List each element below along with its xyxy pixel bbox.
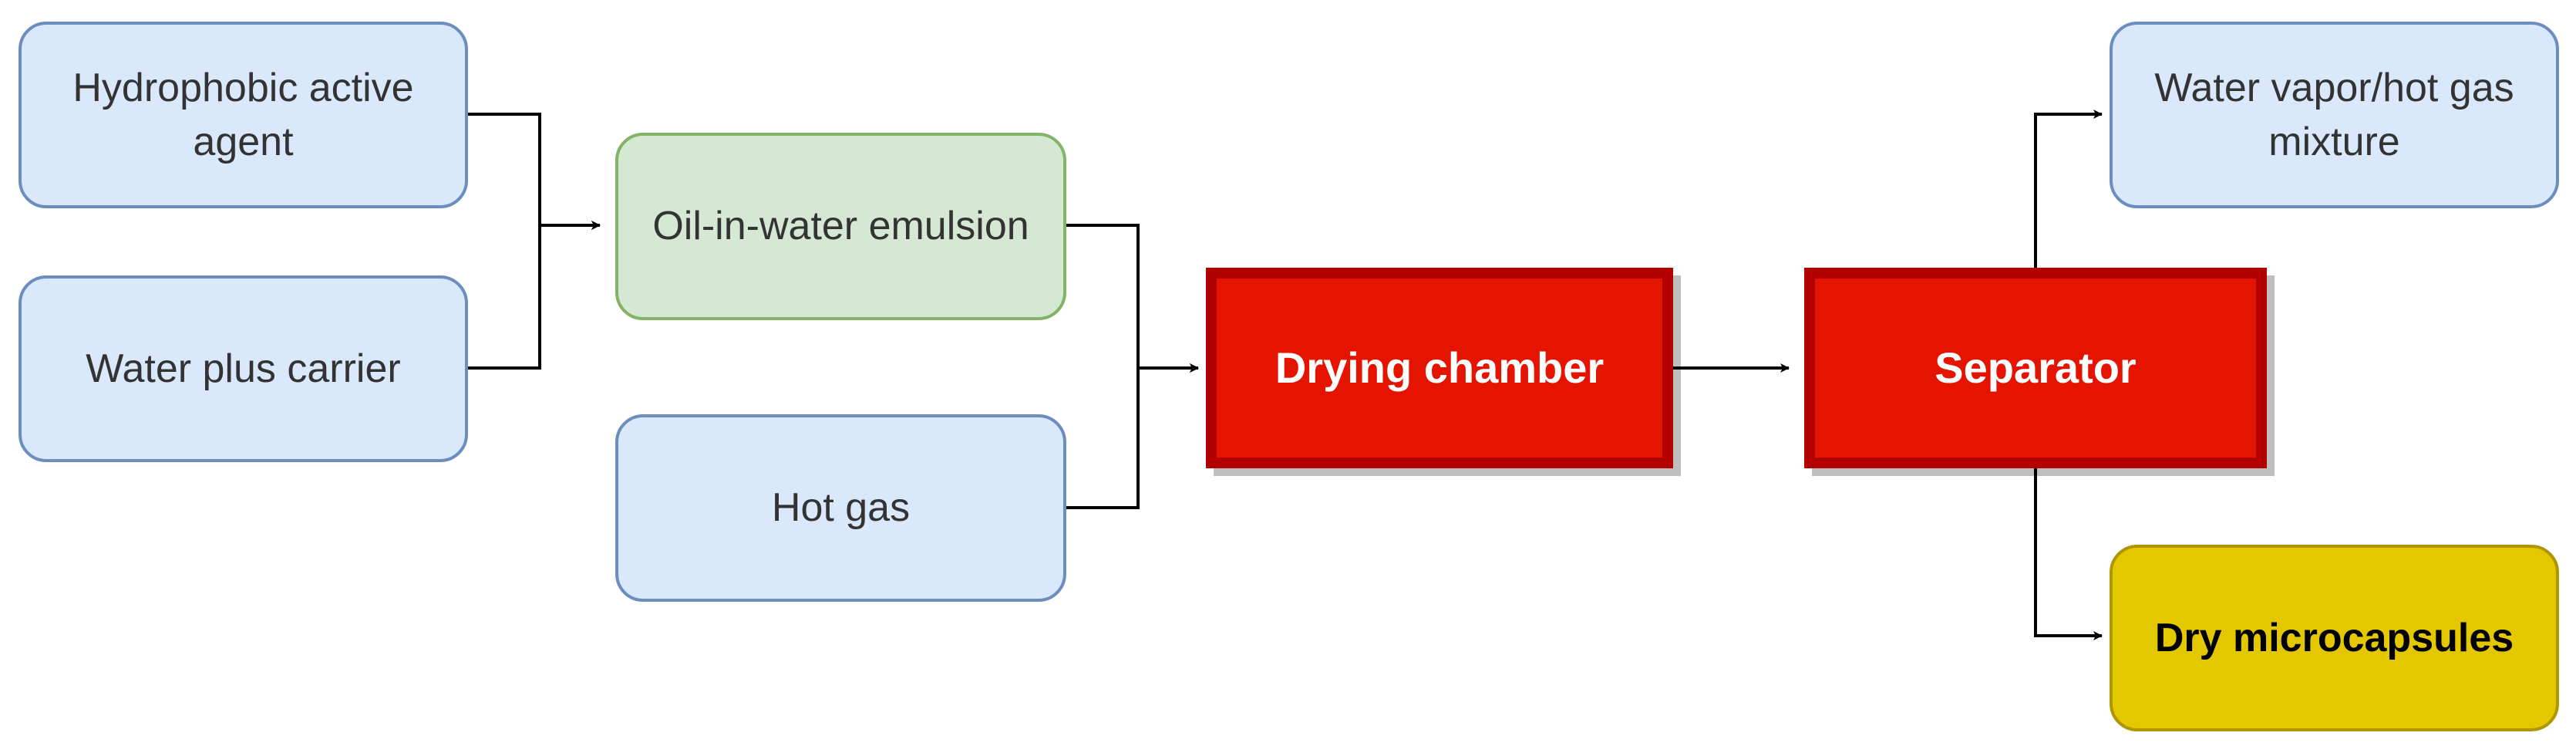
drying-chamber-label: Drying chamber (1275, 343, 1605, 393)
dry-microcapsules-box: Dry microcapsules (2110, 545, 2559, 731)
water-plus-carrier-box: Water plus carrier (19, 275, 468, 462)
hydrophobic-active-agent-label: Hydrophobic active agent (72, 65, 414, 164)
drying-chamber-box: Drying chamber (1206, 268, 1673, 468)
edge-water-to-emulsion (468, 221, 601, 370)
oil-in-water-emulsion-box: Oil-in-water emulsion (615, 133, 1066, 320)
dry-microcapsules-label: Dry microcapsules (2154, 615, 2514, 660)
hydrophobic-active-agent-box: Hydrophobic active agent (19, 22, 468, 208)
oil-in-water-emulsion-label: Oil-in-water emulsion (652, 204, 1029, 249)
edge-hydrophobic-to-emulsion (468, 113, 601, 230)
edge-separator-to-capsules (2034, 468, 2103, 640)
water-vapor-hot-gas-mixture-label: Water vapor/hot gas mixture (2154, 65, 2514, 164)
separator-box: Separator (1804, 268, 2267, 468)
water-vapor-hot-gas-mixture-box: Water vapor/hot gas mixture (2110, 22, 2559, 208)
separator-label: Separator (1935, 343, 2137, 393)
edge-separator-to-vapor (2034, 110, 2103, 268)
hot-gas-box: Hot gas (615, 414, 1066, 602)
hot-gas-label: Hot gas (771, 485, 911, 531)
edge-hotgas-to-chamber (1066, 363, 1199, 509)
edge-emulsion-to-chamber (1066, 224, 1199, 373)
water-plus-carrier-label: Water plus carrier (86, 346, 401, 391)
